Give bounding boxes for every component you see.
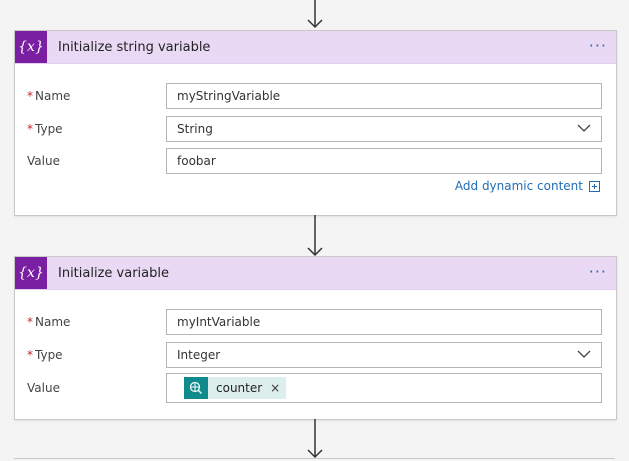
action-card-initialize-variable: {x} Initialize variable ··· *Name myIntV… (14, 256, 617, 420)
required-marker: * (27, 348, 33, 362)
value-label: Value (27, 154, 60, 168)
value-label: Value (27, 381, 60, 395)
variable-icon: {x} (15, 31, 47, 63)
required-marker: * (27, 89, 33, 103)
action-card-initialize-string-variable: {x} Initialize string variable ··· *Name… (14, 30, 617, 216)
required-marker: * (27, 122, 33, 136)
flow-arrow-icon (304, 215, 326, 257)
value-row: Value foobar (27, 148, 602, 174)
type-row: *Type Integer (27, 342, 602, 368)
type-dropdown[interactable]: String (166, 116, 602, 142)
type-label: *Type (27, 122, 63, 136)
more-options-button[interactable]: ··· (588, 262, 607, 281)
next-card-edge (14, 458, 615, 459)
type-row: *Type String (27, 116, 602, 142)
dynamic-token-counter[interactable]: counter × (184, 377, 287, 399)
token-label: counter (216, 381, 263, 395)
flow-arrow-icon (304, 419, 326, 461)
name-label: *Name (27, 315, 71, 329)
name-row: *Name myIntVariable (27, 309, 602, 335)
value-row: Value counter × (27, 373, 602, 403)
variable-icon: {x} (15, 257, 47, 289)
required-marker: * (27, 315, 33, 329)
flow-arrow-icon (304, 0, 326, 30)
name-field[interactable]: myStringVariable (166, 83, 602, 109)
card-header[interactable]: {x} Initialize string variable ··· (15, 31, 616, 64)
chevron-down-icon (577, 124, 591, 132)
value-field[interactable]: foobar (166, 148, 602, 174)
type-label: *Type (27, 348, 63, 362)
remove-token-button[interactable]: × (270, 381, 281, 395)
add-dynamic-content-link[interactable]: Add dynamic content (455, 179, 600, 193)
card-title: Initialize variable (58, 265, 169, 281)
chevron-down-icon (577, 350, 591, 358)
card-title: Initialize string variable (58, 39, 211, 55)
name-row: *Name myStringVariable (27, 83, 602, 109)
name-field[interactable]: myIntVariable (166, 309, 602, 335)
type-selected-value: String (177, 122, 213, 136)
add-dynamic-content-label: Add dynamic content (454, 179, 583, 193)
globe-variable-icon (184, 377, 208, 399)
plus-box-icon (589, 180, 600, 192)
more-options-button[interactable]: ··· (588, 36, 607, 55)
type-dropdown[interactable]: Integer (166, 342, 602, 368)
value-field[interactable]: counter × (166, 373, 602, 403)
name-label: *Name (27, 89, 71, 103)
card-header[interactable]: {x} Initialize variable ··· (15, 257, 616, 290)
type-selected-value: Integer (177, 348, 221, 362)
